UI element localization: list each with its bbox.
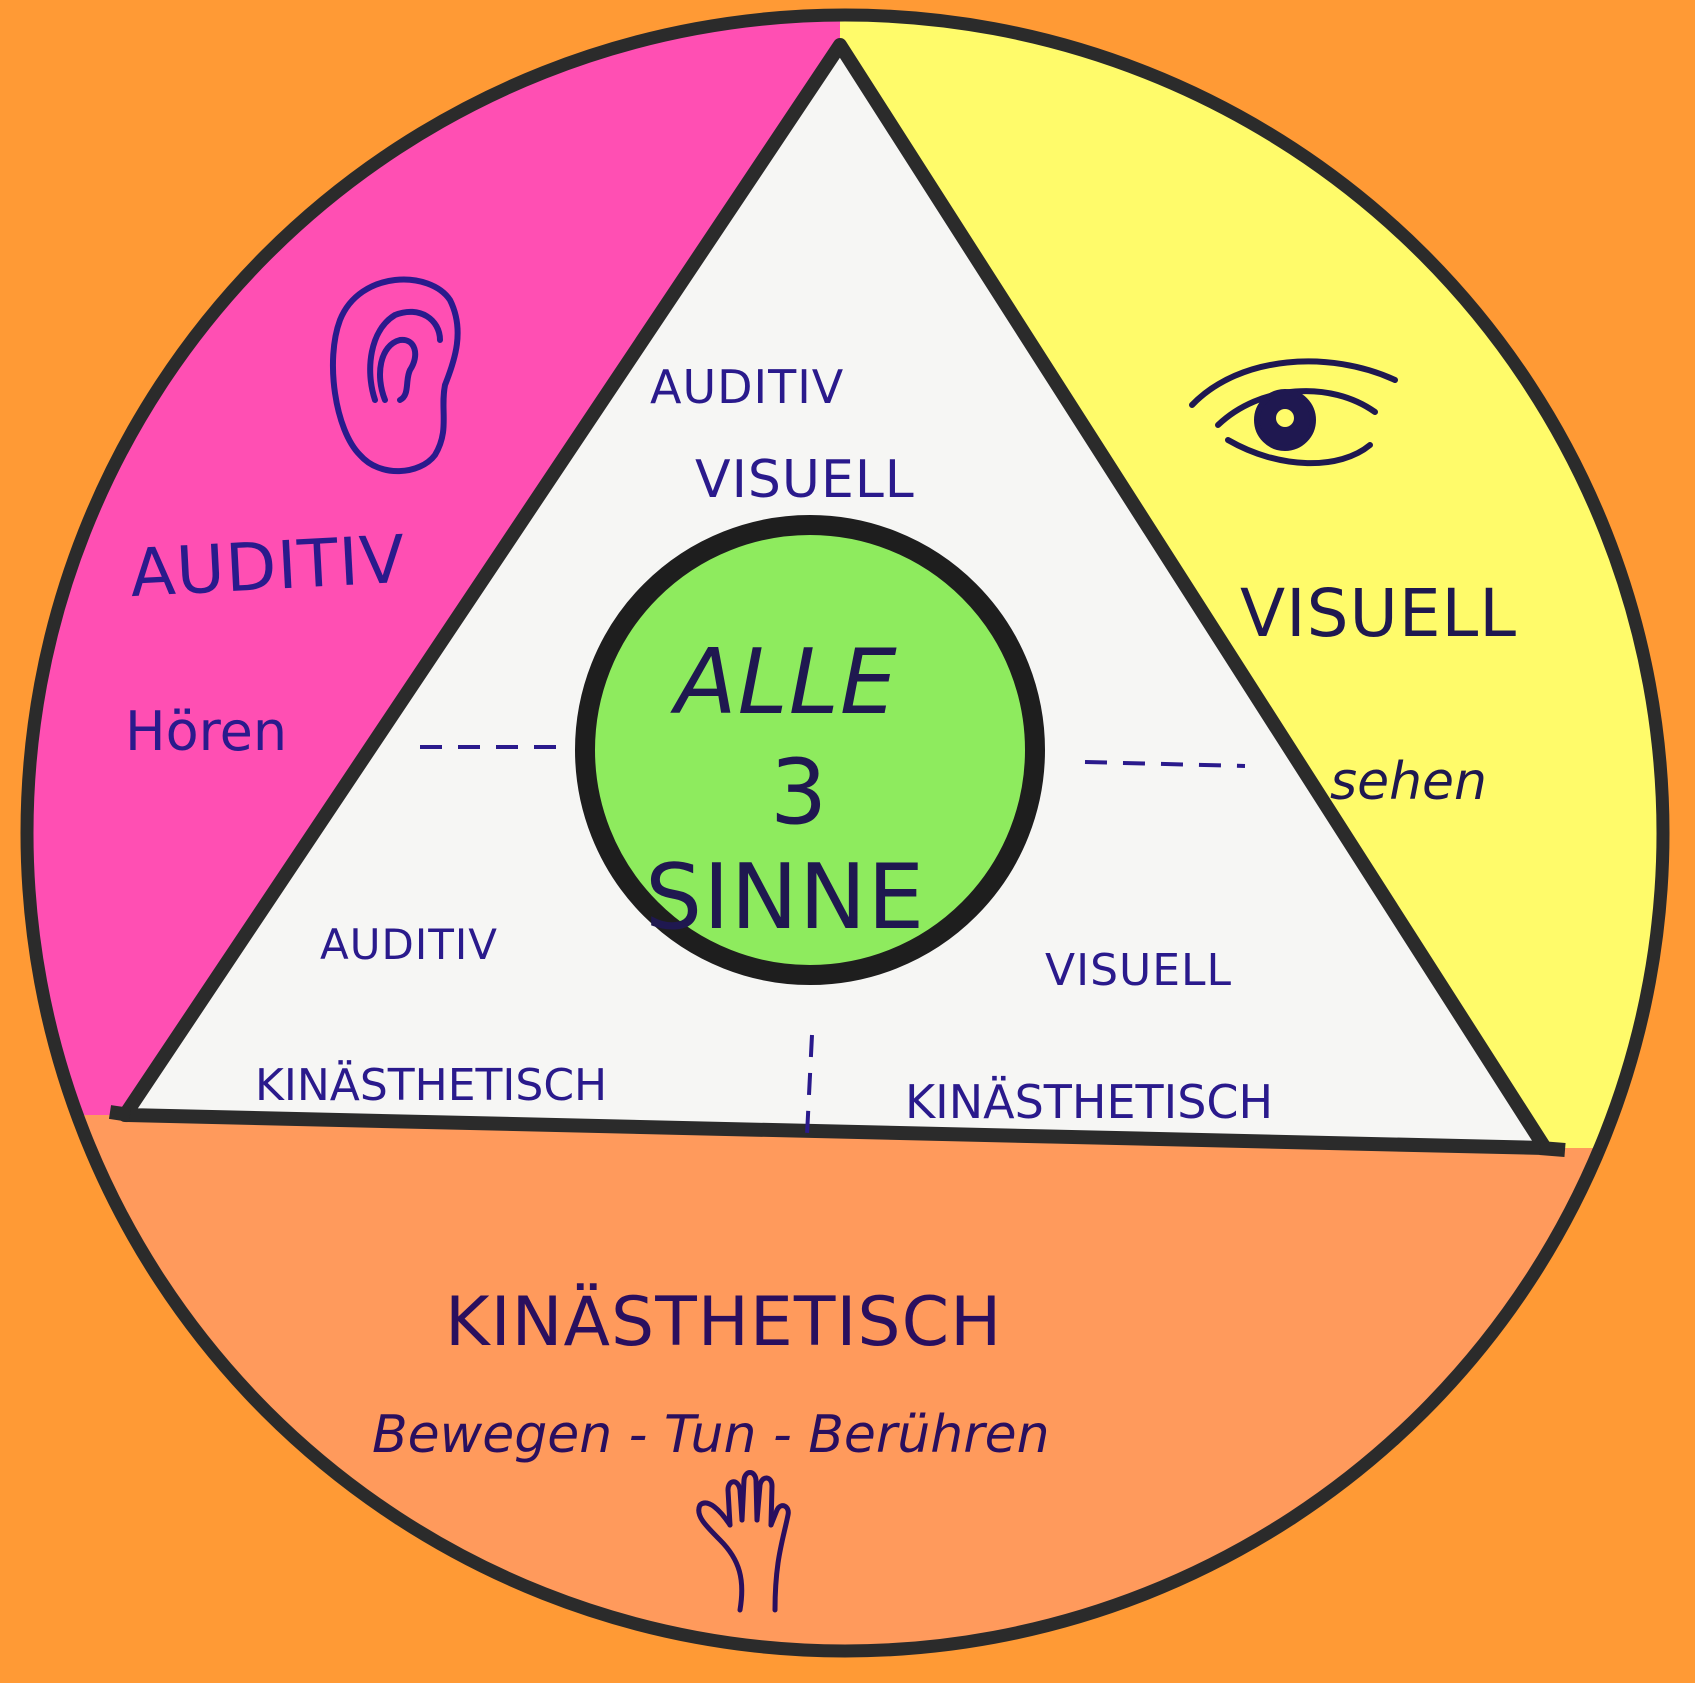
dashed-divider-right	[1084, 760, 1246, 768]
center-label-line1: ALLE	[675, 630, 898, 735]
kinesthetic-title: KINÄSTHETISCH	[445, 1283, 1003, 1362]
divider-line-left	[108, 1105, 132, 1122]
divider-line-right	[1539, 1141, 1566, 1157]
bottom-left-label-line2: KINÄSTHETISCH	[255, 1060, 608, 1111]
visual-title: VISUELL	[1240, 575, 1518, 652]
center-label-line3: SINNE	[645, 845, 926, 950]
dashed-divider-bottom	[805, 1034, 814, 1136]
ear-icon	[329, 276, 461, 475]
kinesthetic-subtitle: Bewegen - Tun - Berühren	[372, 1405, 1050, 1465]
auditory-subtitle: Hören	[125, 700, 288, 763]
hand-icon	[696, 1470, 791, 1613]
bottom-left-label-line1: AUDITIV	[320, 920, 498, 969]
center-label-line2: 3	[770, 740, 829, 845]
auditory-title: AUDITIV	[128, 520, 408, 613]
triangle-outline	[118, 38, 1552, 1155]
center-circle	[575, 515, 1045, 985]
visual-subtitle: sehen	[1330, 752, 1487, 812]
top-label-line2: VISUELL	[695, 450, 915, 510]
outer-circle	[20, 8, 1670, 1658]
bottom-right-label-line1: VISUELL	[1045, 945, 1233, 996]
eye-icon	[1189, 358, 1398, 467]
top-label-line1: AUDITIV	[650, 360, 845, 414]
bottom-right-label-line2: KINÄSTHETISCH	[905, 1075, 1274, 1129]
